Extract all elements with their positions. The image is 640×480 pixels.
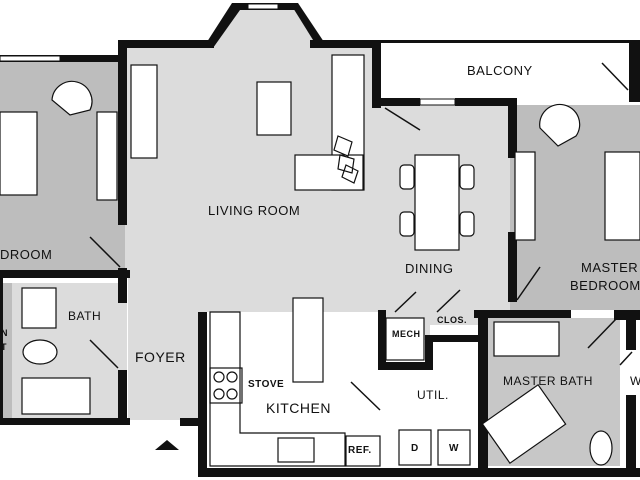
label-dryer: D <box>411 443 419 454</box>
master-vanity <box>493 321 560 357</box>
entry-arrow-icon <box>155 440 179 450</box>
master-toilet <box>589 430 613 466</box>
label-master-bedroom-1: MASTER <box>581 260 639 275</box>
label-util: UTIL. <box>417 388 449 402</box>
chair <box>459 211 475 237</box>
pillows <box>333 135 359 184</box>
kitchen-counter <box>209 311 346 467</box>
chair-master <box>539 103 581 147</box>
chair-left <box>51 80 93 116</box>
bed-master <box>604 151 640 241</box>
balcony-floor <box>380 42 630 102</box>
label-living-room: LIVING ROOM <box>208 203 301 218</box>
dining-table <box>414 154 460 251</box>
dresser-master <box>514 151 536 241</box>
bathtub <box>21 377 91 415</box>
label-master-bedroom-2: BEDROOM <box>570 278 640 293</box>
label-balcony: BALCONY <box>467 63 533 78</box>
ottoman <box>256 81 292 136</box>
label-ref: REF. <box>348 445 372 456</box>
master-tub <box>481 384 567 464</box>
chair <box>459 164 475 190</box>
label-foyer: FOYER <box>135 349 186 365</box>
label-bedroom-left: DROOM <box>0 247 53 262</box>
dresser-left <box>96 111 118 201</box>
mech-closet <box>385 317 425 361</box>
bath-vanity <box>21 287 57 329</box>
label-closet-top: N <box>1 328 8 338</box>
refrigerator <box>345 435 381 467</box>
sink <box>277 437 315 463</box>
door-swings <box>89 62 633 411</box>
label-master-bath: MASTER BATH <box>503 374 593 388</box>
label-clos: CLOS. <box>437 315 468 325</box>
living-room-floor <box>125 8 510 420</box>
bed-left <box>0 111 38 196</box>
label-right-edge: W <box>630 374 640 388</box>
label-dining: DINING <box>405 261 454 276</box>
label-closet-bottom: T <box>1 342 7 352</box>
furniture <box>0 54 640 467</box>
walls <box>0 3 640 477</box>
label-stove: STOVE <box>248 379 285 390</box>
label-mech: MECH <box>392 329 421 339</box>
washer <box>437 429 471 466</box>
tv-console <box>130 64 158 159</box>
label-kitchen: KITCHEN <box>266 400 331 416</box>
windows <box>0 3 456 106</box>
chair <box>399 211 415 237</box>
toilet <box>22 339 58 365</box>
chair <box>399 164 415 190</box>
kitchen-island <box>292 297 324 383</box>
label-bath: BATH <box>68 309 102 323</box>
label-washer: W <box>449 443 459 454</box>
stove <box>209 367 243 404</box>
dryer <box>398 429 432 466</box>
